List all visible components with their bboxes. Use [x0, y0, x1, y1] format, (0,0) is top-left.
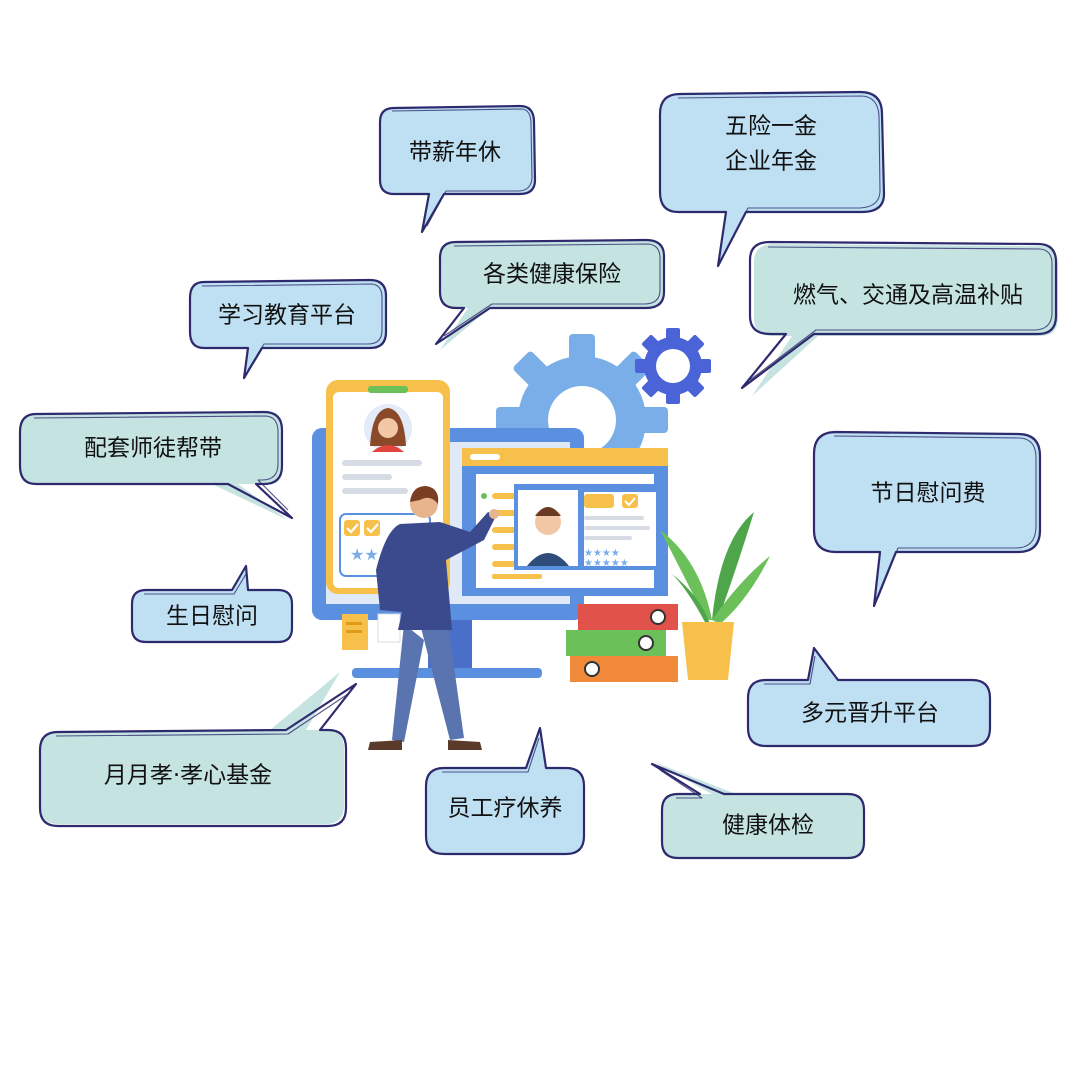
sticky-notes [342, 613, 401, 650]
avatar-woman-icon [364, 404, 412, 452]
benefit-label: 企业年金 [725, 149, 817, 175]
phone-profile-card: ★★ [326, 380, 450, 594]
benefit-label: 节日慰问费 [871, 481, 986, 507]
benefit-bubble-birthday-greeting: 生日慰问 [130, 564, 294, 644]
benefit-bubble-promotion-platform: 多元晋升平台 [746, 646, 992, 748]
benefit-label: 月月孝·孝心基金 [104, 763, 272, 789]
benefit-bubble-subsidies: 燃气、交通及高温补贴 [740, 240, 1058, 396]
benefit-bubble-holiday-allowance: 节日慰问费 [812, 430, 1042, 608]
bubble-fill [40, 672, 344, 824]
bubble-fill [20, 412, 288, 520]
check-icon [344, 520, 360, 536]
benefit-bubble-paid-annual-leave: 带薪年休 [378, 104, 537, 234]
benefit-label: 五险一金 [725, 114, 817, 140]
bubble-fill [654, 762, 864, 858]
benefit-label: 配套师徒帮带 [84, 436, 222, 462]
bubble-fill [132, 566, 292, 642]
star-icon: ★★ [350, 545, 379, 564]
star-icon: ★★★★★ [584, 558, 629, 569]
star-icon: ★★★★ [584, 548, 620, 559]
benefit-label: 燃气、交通及高温补贴 [793, 283, 1023, 309]
bubble-fill [440, 240, 664, 350]
benefit-bubble-health-checkup: 健康体检 [650, 762, 866, 860]
benefit-bubble-insurance-housing-fund: 五险一金 企业年金 [658, 90, 886, 268]
benefit-label: 多元晋升平台 [801, 701, 939, 727]
benefit-bubble-health-insurance: 各类健康保险 [434, 238, 666, 350]
benefit-bubble-recuperation: 员工疗休养 [424, 726, 586, 856]
benefit-label: 生日慰问 [166, 604, 258, 630]
bubble-fill [814, 432, 1040, 606]
profile-card-icon: ★★★★ ★★★★★ [514, 484, 662, 570]
bubble-fill [660, 92, 884, 266]
benefit-label: 学习教育平台 [218, 303, 356, 329]
bubble-fill [752, 244, 1058, 396]
benefit-label: 员工疗休养 [448, 796, 563, 822]
check-icon [364, 520, 380, 536]
plant-icon [660, 512, 770, 680]
binder-icon [566, 604, 678, 682]
benefit-label: 各类健康保险 [483, 262, 621, 288]
benefit-bubble-learning-platform: 学习教育平台 [188, 278, 388, 380]
person-icon [368, 486, 499, 750]
small-gear-icon [635, 328, 711, 404]
bubble-fill [190, 280, 386, 378]
benefit-bubble-mentorship: 配套师徒帮带 [18, 410, 294, 520]
bubble-fill [380, 106, 535, 232]
benefit-label: 健康体检 [722, 813, 814, 839]
benefit-bubble-filial-fund: 月月孝·孝心基金 [38, 672, 358, 828]
benefit-label: 带薪年休 [409, 140, 501, 166]
browser-window: ★★★★ ★★★★★ [462, 448, 668, 596]
hr-illustration: ★★ [312, 328, 770, 750]
bubble-fill [748, 648, 990, 746]
